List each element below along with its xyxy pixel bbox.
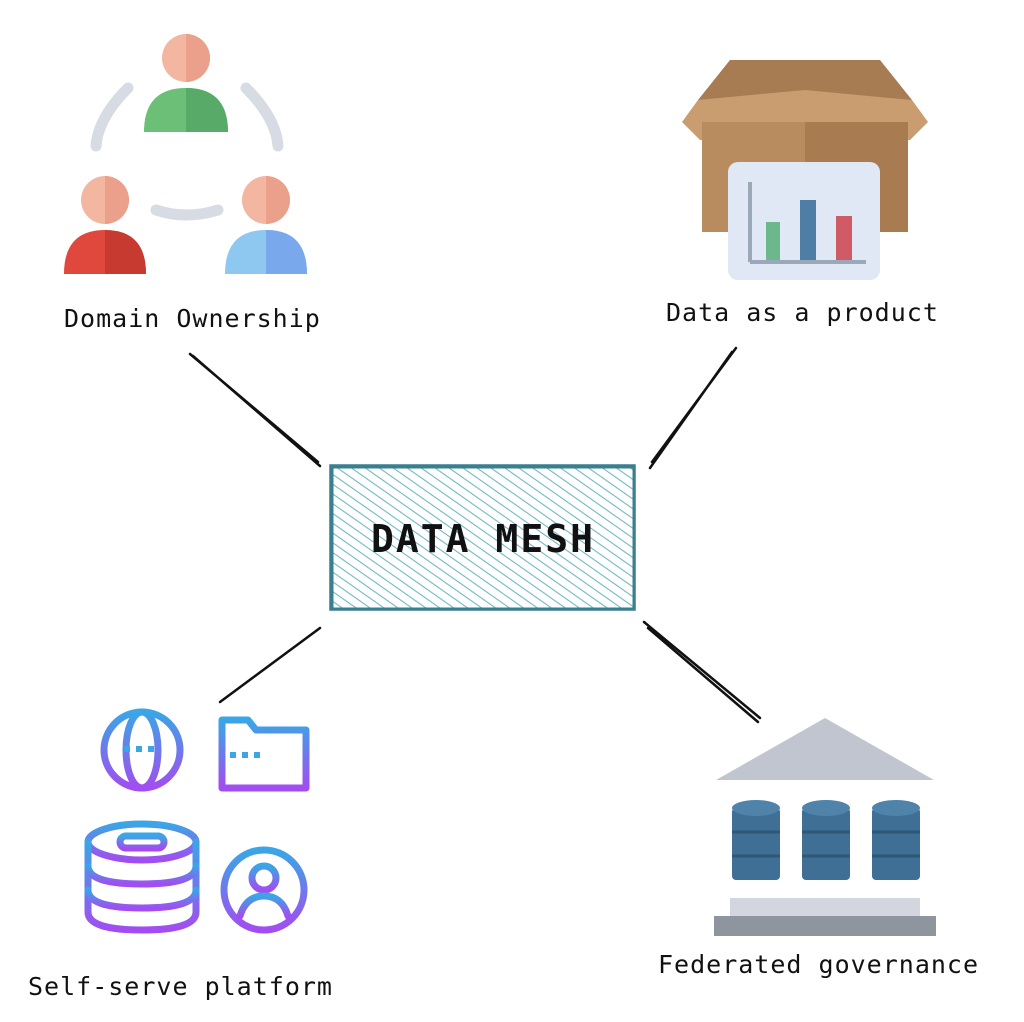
label-self-serve-platform: Self-serve platform [28,972,333,1001]
network-platform-icon [84,708,310,934]
center-label: DATA MESH [371,517,595,561]
data-mesh-box [329,464,636,611]
label-federated-governance: Federated governance [658,950,980,979]
box-chart-icon [682,60,928,280]
connector-governance [642,620,762,724]
connector-data-product [648,346,738,470]
connector-domain-ownership [188,352,322,468]
connector-self-serve [218,626,322,704]
people-cycle-icon [64,34,307,274]
bank-databases-icon [714,718,936,936]
label-data-as-a-product: Data as a product [666,298,939,327]
label-domain-ownership: Domain Ownership [64,304,321,333]
